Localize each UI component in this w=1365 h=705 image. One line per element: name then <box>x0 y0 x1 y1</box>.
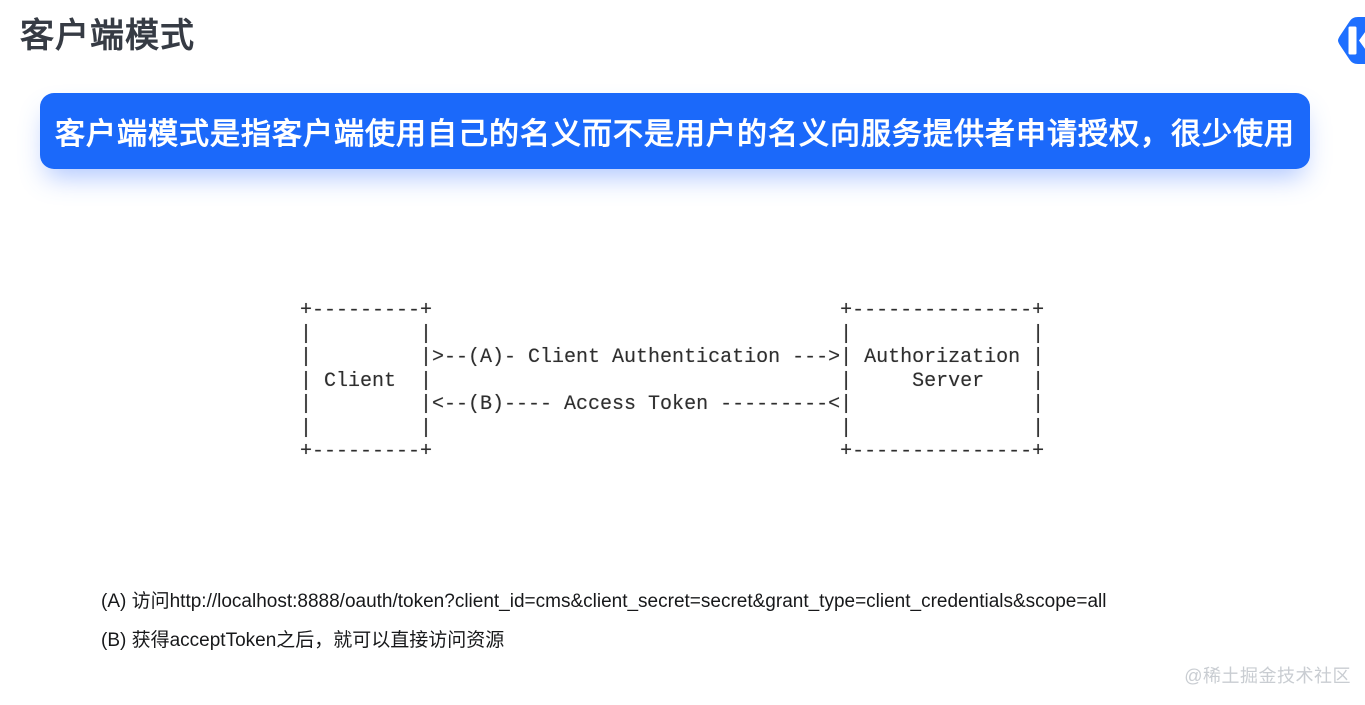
notes-block: (A) 访问http://localhost:8888/oauth/token?… <box>101 589 1106 667</box>
oauth-client-credentials-flow-diagram: +---------+ +---------------+ | | | | | … <box>300 299 1045 463</box>
juejin-logo-icon <box>1338 17 1365 64</box>
summary-banner: 客户端模式是指客户端使用自己的名义而不是用户的名义向服务提供者申请授权，很少使用 <box>40 93 1310 169</box>
summary-banner-text: 客户端模式是指客户端使用自己的名义而不是用户的名义向服务提供者申请授权，很少使用 <box>55 118 1295 151</box>
watermark: @稀土掘金技术社区 <box>1184 666 1351 686</box>
note-line-b: (B) 获得acceptToken之后，就可以直接访问资源 <box>101 630 505 651</box>
note-line-a: (A) 访问http://localhost:8888/oauth/token?… <box>101 591 1107 612</box>
page-title: 客户端模式 <box>20 17 195 55</box>
